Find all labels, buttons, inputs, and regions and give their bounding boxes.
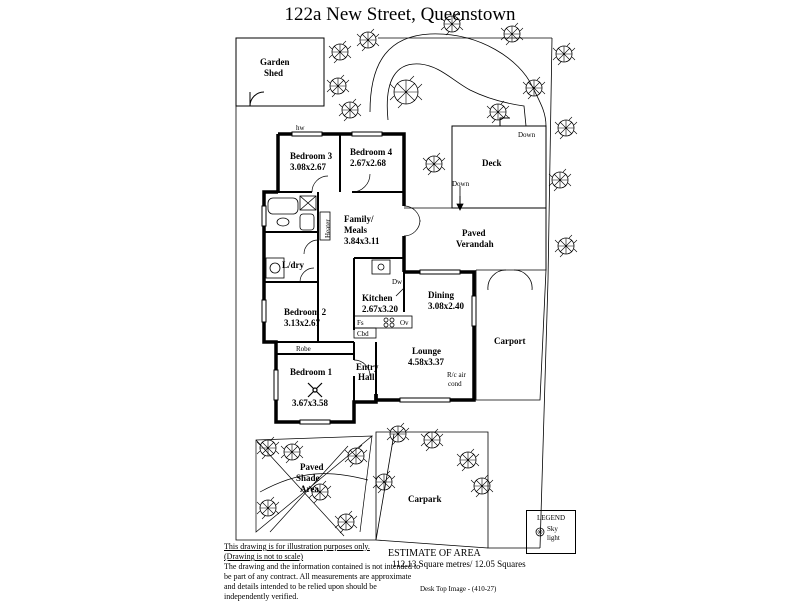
image-reference: Desk Top Image - (410-27): [420, 585, 497, 593]
legend-title: LEGEND: [537, 514, 565, 522]
garden-shed: [235, 37, 325, 107]
bedroom4-size: 2.67x2.68: [350, 158, 387, 168]
interior-walls: [264, 134, 405, 402]
aircon-label-1: R/c air: [447, 371, 467, 379]
skylight-icon: [535, 527, 545, 537]
legend-item-line2: light: [547, 534, 560, 542]
legend: LEGEND Sky light: [526, 510, 576, 554]
paved-shade-area: [255, 435, 374, 537]
kitchen-label: Kitchen: [362, 293, 393, 303]
dining-label: Dining: [428, 290, 455, 300]
disclaimer-body: The drawing and the information containe…: [224, 562, 421, 601]
aircon-label-2: cond: [448, 380, 462, 388]
bedroom4-label: Bedroom 4: [350, 147, 393, 157]
doors: [299, 173, 421, 377]
fs-label: Fs: [357, 319, 364, 327]
family-label-2: Meals: [344, 225, 367, 235]
carport: [475, 269, 547, 401]
kitchen-fixtures: [353, 259, 413, 339]
robe-label: Robe: [296, 345, 311, 353]
heater: [319, 211, 331, 241]
room-labels: Garden Shed Deck Down Down hw Bedroom 3 …: [260, 57, 536, 504]
carport-label: Carport: [494, 336, 526, 346]
entry-label-1: Entry: [356, 362, 379, 372]
bedroom2-label: Bedroom 2: [284, 307, 327, 317]
disclaimer-line1: This drawing is for illustration purpose…: [224, 542, 370, 551]
down-label-2: Down: [452, 180, 470, 188]
carpark: [375, 433, 489, 549]
disclaimer-line2: (Drawing is not to scale): [224, 552, 304, 561]
bedroom2-size: 3.13x2.67: [284, 318, 321, 328]
lounge-size: 4.58x3.37: [408, 357, 445, 367]
entry-label-2: Hall: [358, 372, 375, 382]
hw-label: hw: [296, 124, 306, 132]
bedroom3-size: 3.08x2.67: [290, 162, 327, 172]
dining-size: 3.08x2.40: [428, 301, 465, 311]
family-label-1: Family/: [344, 214, 374, 224]
disclaimer: This drawing is for illustration purpose…: [224, 542, 424, 602]
garden-shed-label-1: Garden: [260, 57, 290, 67]
lounge-label: Lounge: [412, 346, 441, 356]
legend-item-line1: Sky: [547, 525, 558, 533]
bedroom3-label: Bedroom 3: [290, 151, 333, 161]
page-title: 122a New Street, Queenstown: [284, 4, 516, 25]
garden-shed-label-2: Shed: [264, 68, 283, 78]
dw-label: Dw: [392, 278, 403, 286]
area-estimate: ESTIMATE OF AREA 112.13 Square metres/ 1…: [388, 548, 526, 570]
ceiling-fan-icon: [307, 382, 323, 398]
deck-label: Deck: [482, 158, 502, 168]
cbd-label: Cbd: [357, 330, 369, 338]
kitchen-size: 2.67x3.20: [362, 304, 399, 314]
bathroom-fixtures: [265, 195, 317, 279]
heater-label: Heater: [324, 219, 332, 238]
property-boundary: [235, 37, 553, 549]
garden-path: [369, 33, 547, 127]
windows: [261, 131, 477, 425]
estimate-value: 112.13 Square metres/ 12.05 Squares: [392, 559, 526, 569]
family-size: 3.84x3.11: [344, 236, 380, 246]
shade-label-2: Shade: [296, 473, 320, 483]
estimate-title: ESTIMATE OF AREA: [388, 548, 481, 559]
ov-label: Ov: [400, 319, 409, 327]
arrow-down-icon: [456, 186, 464, 211]
down-label-1: Down: [518, 131, 536, 139]
shade-label-3: Area: [300, 484, 319, 494]
shade-label-1: Paved: [300, 462, 324, 472]
carpark-label: Carpark: [408, 494, 442, 504]
verandah-label-1: Paved: [462, 228, 486, 238]
verandah: [404, 207, 547, 271]
bedroom1-size: 3.67x3.58: [292, 398, 329, 408]
ldry-label: L/dry: [282, 260, 305, 270]
verandah-label-2: Verandah: [456, 239, 494, 249]
bedroom1-label: Bedroom 1: [290, 367, 333, 377]
